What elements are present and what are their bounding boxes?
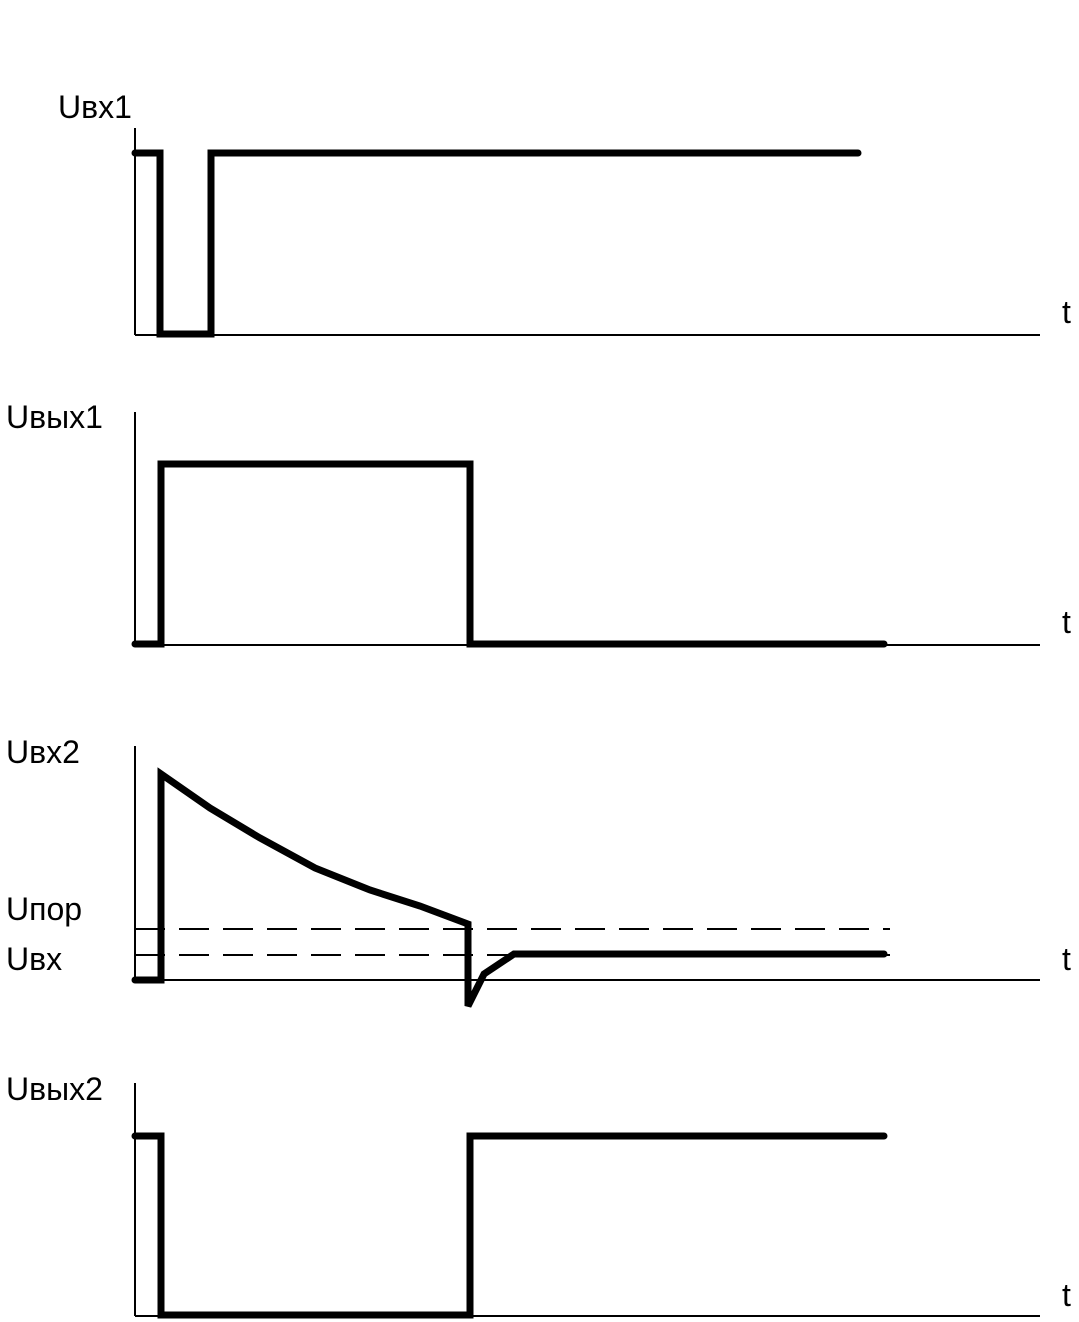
panel-input2: Uвх2 Uпор Uвх t	[6, 734, 1071, 1008]
panel-output2-signal	[131, 1132, 888, 1319]
panel-input2-signal	[131, 767, 888, 1008]
threshold-label: Uпор	[6, 891, 82, 927]
panel-output1: Uвых1 t	[6, 399, 1071, 648]
panel-input1-label: Uвх1	[58, 89, 132, 125]
panel-input1-signal	[131, 149, 862, 338]
panel-output2-label: Uвых2	[6, 1071, 103, 1107]
panel-output1-label: Uвых1	[6, 399, 103, 435]
input-level-label: Uвх	[6, 941, 62, 977]
panel-output1-time-label: t	[1062, 604, 1071, 640]
panel-input2-label: Uвх2	[6, 734, 80, 770]
panel-input1: Uвх1 t	[58, 89, 1071, 338]
panel-input1-time-label: t	[1062, 294, 1071, 330]
panel-input2-time-label: t	[1062, 941, 1071, 977]
panel-output2: Uвых2 t	[6, 1071, 1071, 1319]
panel-output2-time-label: t	[1062, 1277, 1071, 1313]
panel-output1-signal	[131, 460, 888, 648]
